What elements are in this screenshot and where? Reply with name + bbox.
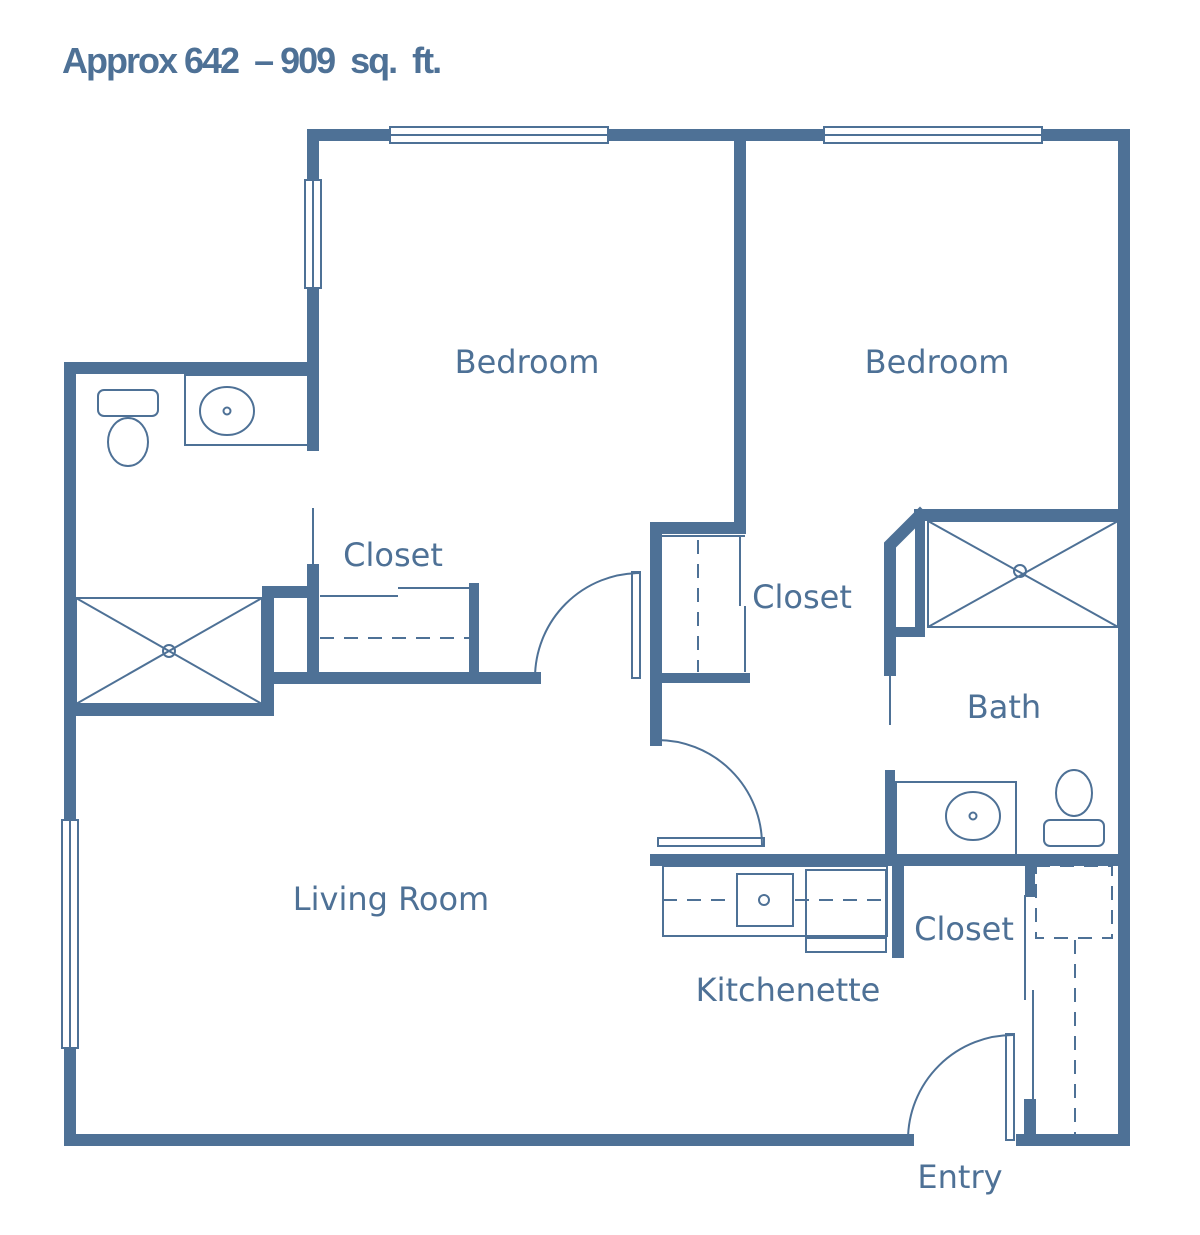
toilet-tank-left xyxy=(97,389,159,417)
label-bedroom-right: Bedroom xyxy=(865,343,1010,381)
door-entry-swing xyxy=(907,1033,1015,1141)
sink-left xyxy=(199,386,255,436)
wall-bedroom-divider xyxy=(650,129,746,746)
door-bedroom-right xyxy=(657,837,765,847)
room-labels: Bedroom Bedroom Closet Closet Bath Livin… xyxy=(293,343,1041,1196)
label-entry: Entry xyxy=(917,1158,1002,1196)
toilet-bowl-left xyxy=(107,417,149,467)
toilet-bowl-right xyxy=(1055,769,1093,817)
kitchen-fridge xyxy=(805,869,887,953)
kitchen-sink xyxy=(736,873,794,927)
label-living-room: Living Room xyxy=(293,880,489,918)
windows xyxy=(61,126,1043,1049)
door-bedroom-left xyxy=(631,571,641,679)
wall-bath-shower-side xyxy=(893,510,925,637)
label-bath: Bath xyxy=(967,688,1041,726)
plan-title: Approx 642 – 909 sq. ft. xyxy=(62,40,442,81)
label-kitchenette: Kitchenette xyxy=(696,971,881,1009)
walls xyxy=(64,129,1130,1146)
door-bedroom-right-swing xyxy=(655,738,763,846)
exterior-wall-tower-left xyxy=(64,284,914,1146)
door-bedroom-left-swing xyxy=(534,572,641,679)
shower-right xyxy=(927,520,1119,628)
toilet-tank-right xyxy=(1043,819,1105,847)
door-entry xyxy=(1005,1033,1015,1141)
label-bedroom-left: Bedroom xyxy=(455,343,600,381)
vanity-left xyxy=(184,374,314,446)
exterior-wall-top xyxy=(307,129,1130,1146)
wall-left-lower xyxy=(64,564,319,716)
closet-entry-frame xyxy=(1035,865,1113,939)
vanity-right xyxy=(895,781,1017,857)
shower-left xyxy=(75,597,263,705)
fixtures xyxy=(75,374,1119,1136)
label-closet-entry: Closet xyxy=(914,910,1014,948)
wall-bath-diag xyxy=(884,506,929,676)
sink-right xyxy=(945,791,1001,841)
doors xyxy=(534,571,1015,1141)
label-closet-center: Closet xyxy=(752,578,852,616)
label-closet-left: Closet xyxy=(343,536,443,574)
